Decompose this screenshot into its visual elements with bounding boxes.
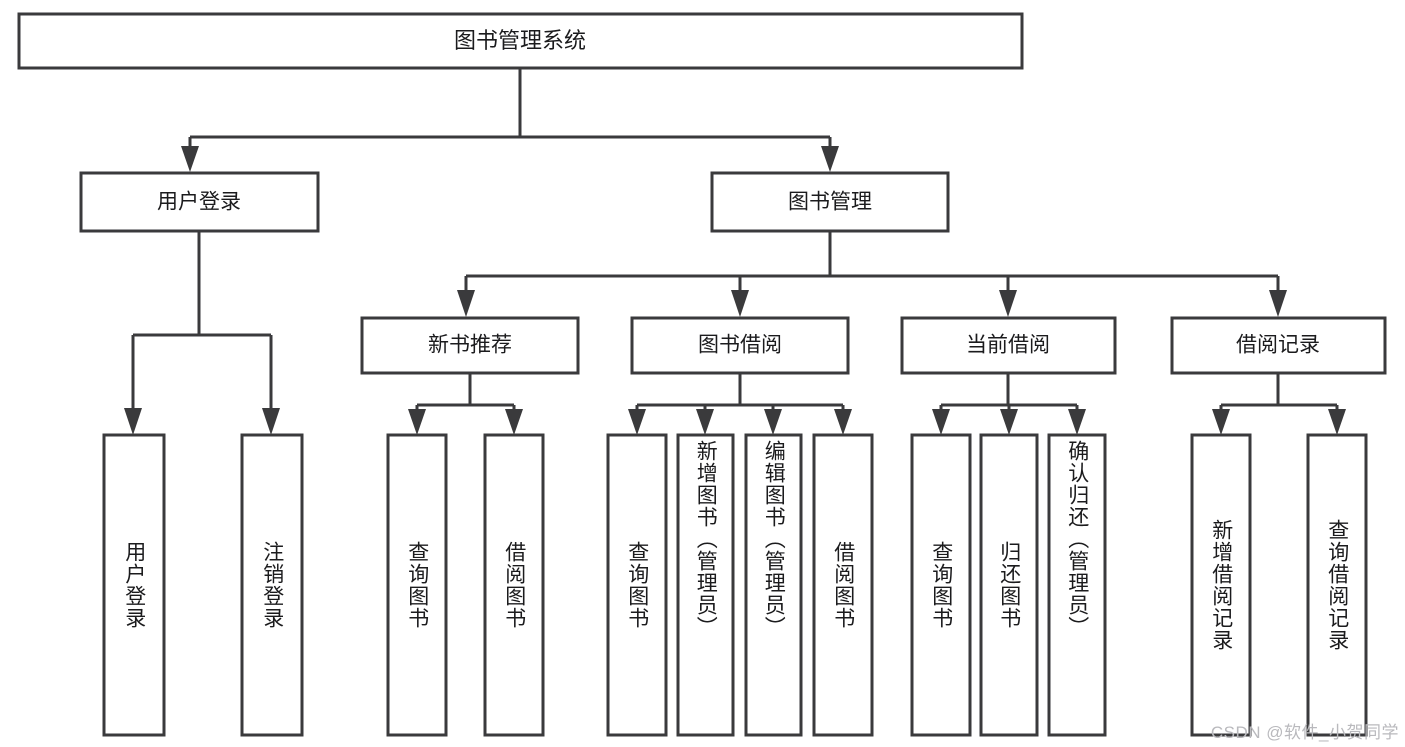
node-leaf-borrow-book-1-box[interactable] [483, 433, 545, 737]
node-leaf-edit-book-box[interactable] [744, 433, 803, 737]
node-leaf-user-logout-box[interactable] [240, 433, 304, 737]
connector-group-new-book-recommend [408, 373, 523, 435]
node-book-management[interactable]: 图书管理 [710, 171, 950, 233]
node-borrow-record[interactable]: 借阅记录 [1170, 316, 1387, 375]
node-leaf-query-book-3-box[interactable] [910, 433, 972, 737]
arrow-head-to-user-login [181, 146, 199, 172]
node-current-borrow-box[interactable] [900, 316, 1117, 375]
node-leaf-add-book-box[interactable] [676, 433, 735, 737]
watermark: CSDN @软件_小贺同学 [1210, 723, 1399, 742]
arrow-head-to-current-borrow [999, 290, 1017, 317]
node-leaf-user-login-box[interactable] [102, 433, 166, 737]
connector-group-borrow-record [1212, 373, 1346, 435]
node-borrow-record-label: 借阅记录 [1236, 334, 1320, 357]
connector-group-book-management [457, 232, 1287, 317]
connector-group-book-borrow [628, 373, 852, 435]
node-book-management-label: 图书管理 [788, 191, 872, 214]
node-book-borrow-label: 图书借阅 [698, 334, 782, 357]
arrow-head-to-leaf-return-book [1000, 409, 1018, 435]
node-leaf-return-book-box[interactable] [979, 433, 1039, 737]
arrow-head-to-leaf-confirm-return [1068, 409, 1086, 435]
node-user-login-box[interactable] [79, 171, 320, 233]
node-book-borrow[interactable]: 图书借阅 [630, 316, 850, 375]
leaf-boxes-group [102, 433, 1368, 737]
node-new-book-recommend-label: 新书推荐 [428, 334, 512, 357]
node-borrow-record-box[interactable] [1170, 316, 1387, 375]
connector-group-root [181, 69, 839, 172]
arrow-head-to-leaf-add-book [696, 409, 714, 435]
arrow-head-to-leaf-query-book-2 [628, 409, 646, 435]
node-new-book-recommend[interactable]: 新书推荐 [360, 316, 580, 375]
connector-group-user-login [124, 232, 280, 435]
arrow-head-to-leaf-query-record [1328, 409, 1346, 435]
node-current-borrow[interactable]: 当前借阅 [900, 316, 1117, 375]
node-leaf-query-book-1-box[interactable] [386, 433, 448, 737]
arrow-head-to-leaf-borrow-book-2 [834, 409, 852, 435]
arrow-head-to-leaf-borrow-book-1 [505, 409, 523, 435]
arrow-head-to-new-book-recommend [457, 290, 475, 317]
node-leaf-query-record-box[interactable] [1306, 433, 1368, 737]
node-book-management-box[interactable] [710, 171, 950, 233]
node-root-label: 图书管理系统 [454, 28, 586, 53]
arrow-head-to-borrow-record [1269, 290, 1287, 317]
node-root[interactable]: 图书管理系统 [17, 12, 1024, 70]
arrow-head-to-leaf-query-book-3 [932, 409, 950, 435]
node-current-borrow-label: 当前借阅 [966, 334, 1050, 357]
arrow-head-to-leaf-user-logout [262, 408, 280, 435]
arrow-head-to-leaf-user-login [124, 408, 142, 435]
arrow-head-to-book-management [821, 146, 839, 172]
node-book-borrow-box[interactable] [630, 316, 850, 375]
node-root-box[interactable] [17, 12, 1024, 70]
node-leaf-confirm-return-box[interactable] [1047, 433, 1107, 737]
node-leaf-borrow-book-2-box[interactable] [812, 433, 874, 737]
node-leaf-add-record-box[interactable] [1190, 433, 1252, 737]
arrow-head-to-leaf-query-book-1 [408, 409, 426, 435]
connector-group-current-borrow [932, 373, 1086, 435]
arrow-head-to-book-borrow [731, 290, 749, 317]
node-user-login[interactable]: 用户登录 [79, 171, 320, 233]
node-user-login-label: 用户登录 [157, 191, 241, 214]
node-leaf-query-book-2-box[interactable] [606, 433, 668, 737]
node-new-book-recommend-box[interactable] [360, 316, 580, 375]
arrow-head-to-leaf-add-record [1212, 409, 1230, 435]
arrow-head-to-leaf-edit-book [764, 409, 782, 435]
